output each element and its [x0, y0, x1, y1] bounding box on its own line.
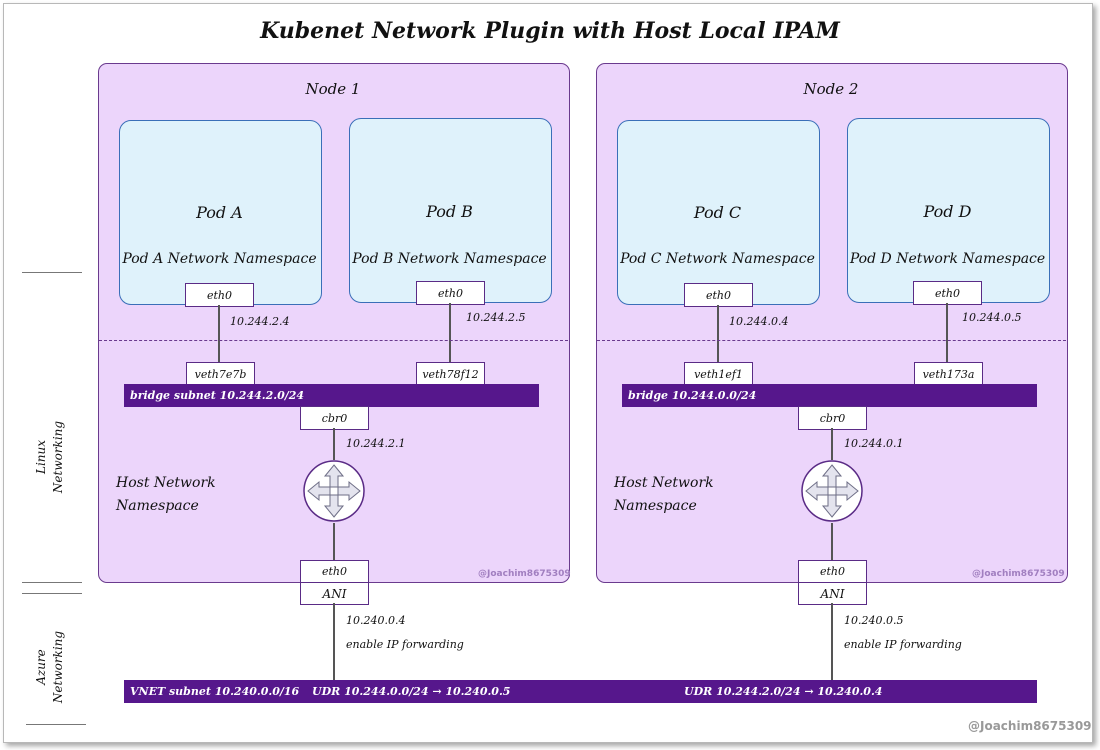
pod-a-namespace: Pod A Network Namespace — [122, 251, 317, 267]
pod-b-name: Pod B — [426, 202, 473, 221]
node-1-namespace-divider — [99, 340, 568, 341]
pod-d-namespace: Pod D Network Namespace — [849, 251, 1046, 267]
node-2-router-icon — [801, 460, 863, 522]
node-1-cbr-router-link — [333, 428, 335, 460]
node-1-title: Node 1 — [305, 80, 361, 98]
pod-a-link — [218, 305, 220, 362]
vnet-subnet-label: VNET subnet 10.240.0.0/16 — [130, 685, 300, 698]
linux-top-divider — [22, 272, 82, 273]
pod-b-link — [449, 303, 451, 362]
pod-d-name: Pod D — [923, 202, 972, 221]
node-2-host-namespace: Host Network Namespace — [614, 475, 714, 514]
linux-networking-label: Linux Networking — [34, 420, 65, 494]
pod-d-ip: 10.244.0.5 — [962, 311, 1022, 324]
pod-c-namespace: Pod C Network Namespace — [620, 251, 815, 267]
pod-a-eth0: eth0 — [185, 283, 254, 307]
pod-a-ip: 10.244.2.4 — [230, 315, 290, 328]
node-2-watermark: @Joachim8675309 — [972, 569, 1065, 579]
veth-pod-b: veth78f12 — [416, 362, 485, 386]
node-2-vnet-link — [831, 603, 833, 680]
node-1-cbr0: cbr0 — [300, 406, 369, 430]
node-1-ip-forwarding: enable IP forwarding — [346, 638, 464, 651]
pod-c-link — [717, 305, 719, 362]
veth-pod-c: veth1ef1 — [684, 362, 753, 386]
node-1-watermark: @Joachim8675309 — [478, 569, 571, 579]
node-2-title: Node 2 — [803, 80, 859, 98]
node-1-cbr-ip: 10.244.2.1 — [346, 437, 406, 450]
node-2-namespace-divider — [597, 340, 1066, 341]
node-1-ip: 10.240.0.4 — [346, 614, 406, 627]
pod-c-ip: 10.244.0.4 — [729, 315, 789, 328]
pod-c-name: Pod C — [693, 203, 742, 222]
node-1-host-namespace: Host Network Namespace — [116, 475, 216, 514]
linux-bottom-divider — [22, 582, 82, 583]
udr-route-1: UDR 10.244.0.0/24 → 10.240.0.5 — [312, 685, 511, 698]
pod-b-ip: 10.244.2.5 — [466, 311, 526, 324]
azure-bottom-divider — [26, 724, 86, 725]
node-1-ani: ANI — [300, 582, 369, 605]
node-1-vnet-link — [333, 603, 335, 680]
author-watermark: @Joachim8675309 — [968, 719, 1092, 733]
node-1-eth0: eth0 — [300, 560, 369, 583]
node-2-ani: ANI — [798, 582, 867, 605]
node-2-eth0: eth0 — [798, 560, 867, 583]
pod-b-eth0: eth0 — [416, 281, 485, 305]
node-1-bridge-subnet: bridge subnet 10.244.2.0/24 — [124, 384, 539, 407]
pod-d-link — [946, 303, 948, 362]
node-2-router-eth0-link — [831, 523, 833, 560]
diagram-title: Kubenet Network Plugin with Host Local I… — [260, 18, 840, 44]
node-2-cbr-router-link — [831, 428, 833, 460]
veth-pod-a: veth7e7b — [186, 362, 255, 386]
pod-a-name: Pod A — [196, 203, 243, 222]
azure-top-divider — [22, 593, 82, 594]
node-2-cbr-ip: 10.244.0.1 — [844, 437, 904, 450]
pod-c-eth0: eth0 — [684, 283, 753, 307]
node-2-cbr0: cbr0 — [798, 406, 867, 430]
pod-b-namespace: Pod B Network Namespace — [352, 251, 547, 267]
node-1-router-eth0-link — [333, 523, 335, 560]
pod-d-eth0: eth0 — [913, 281, 982, 305]
node-2-bridge-subnet: bridge 10.244.0.0/24 — [622, 384, 1037, 407]
pod-d — [847, 118, 1050, 303]
udr-route-2: UDR 10.244.2.0/24 → 10.240.0.4 — [684, 685, 883, 698]
node-2-ip-forwarding: enable IP forwarding — [844, 638, 962, 651]
veth-pod-d: veth173a — [914, 362, 983, 386]
pod-b — [349, 118, 552, 303]
node-2-ip: 10.240.0.5 — [844, 614, 904, 627]
node-1-router-icon — [303, 460, 365, 522]
vnet-subnet-bar: VNET subnet 10.240.0.0/16 — [124, 680, 1037, 703]
azure-networking-label: Azure Networking — [34, 630, 65, 704]
